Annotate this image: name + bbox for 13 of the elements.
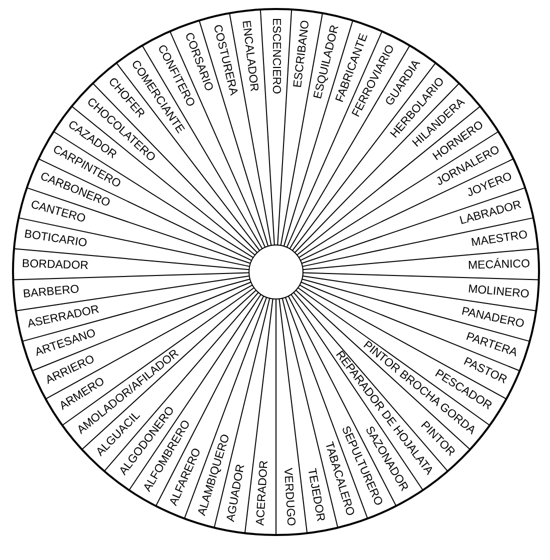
segment-label: VERDUGO <box>282 467 298 526</box>
segment-label: ACERADOR <box>255 460 271 526</box>
segment-label: ENCALADOR <box>240 19 260 92</box>
segment-label: MAESTRO <box>470 228 528 249</box>
segment-label: MOLINERO <box>468 283 530 301</box>
segment-label: ESCENCIERO <box>270 18 282 94</box>
segment-label: ESCRIBANO <box>292 19 312 88</box>
segment-label: MECÁNICO <box>468 258 530 272</box>
segment-label: BARBERO <box>22 284 80 301</box>
segment-label: TEJEDOR <box>305 468 327 523</box>
segment-label: BOTICARIO <box>24 228 88 250</box>
segment-label: BORDADOR <box>22 258 89 272</box>
segment-label: AGUADOR <box>225 464 248 524</box>
